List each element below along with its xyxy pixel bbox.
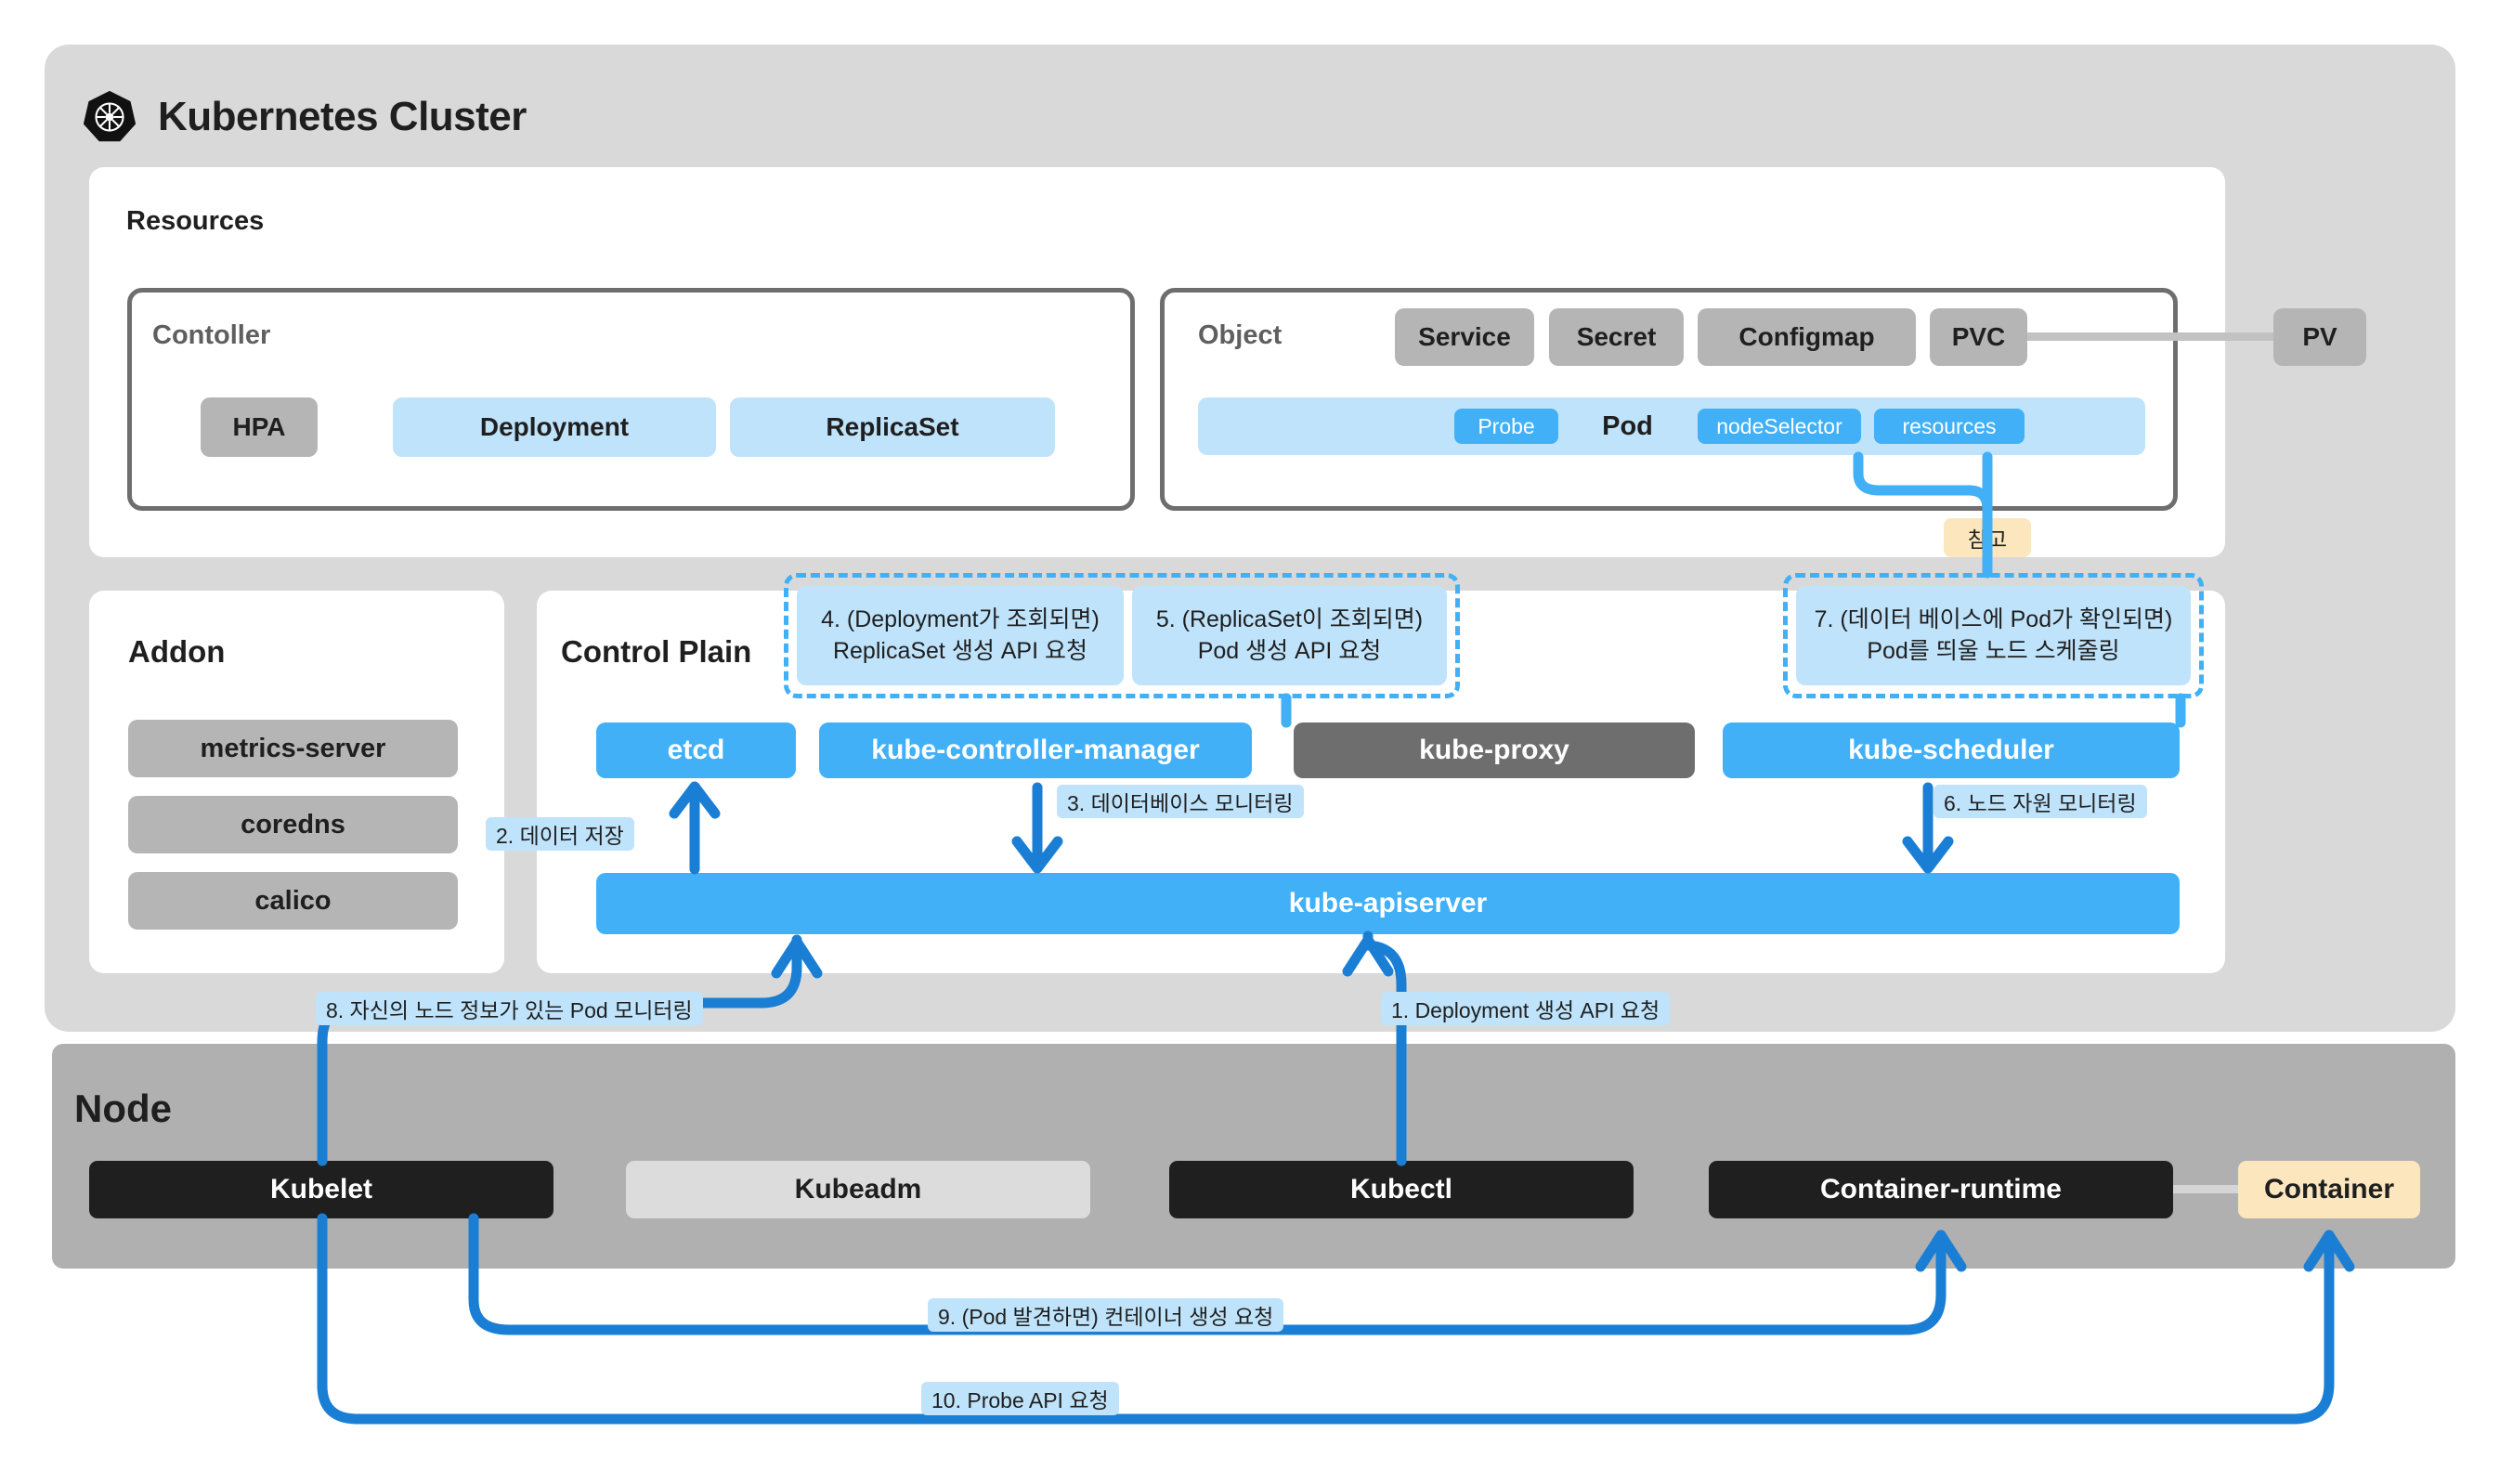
chip-replicaset[interactable]: ReplicaSet	[730, 397, 1055, 457]
step-badge-8: 8. 자신의 노드 정보가 있는 Pod 모니터링	[316, 992, 703, 1025]
chip-service[interactable]: Service	[1395, 308, 1534, 366]
chip-probe[interactable]: Probe	[1454, 409, 1558, 444]
controller-title: Contoller	[152, 320, 271, 350]
component-kube-proxy[interactable]: kube-proxy	[1294, 722, 1695, 778]
addon-item-calico[interactable]: calico	[128, 872, 458, 930]
chip-resources[interactable]: resources	[1874, 409, 2025, 444]
callout-step-5-line1: 5. (ReplicaSet이 조회되면)	[1155, 605, 1424, 632]
node-component-kubectl[interactable]: Kubectl	[1169, 1161, 1634, 1218]
chip-deployment[interactable]: Deployment	[393, 397, 716, 457]
node-container-box[interactable]: Container	[2238, 1161, 2420, 1218]
pod-label: Pod	[1602, 410, 1653, 441]
runtime-container-connector	[2173, 1185, 2238, 1193]
note-badge: 참고	[1944, 518, 2031, 557]
control-plane-title: Control Plain	[561, 634, 752, 669]
step-badge-3: 3. 데이터베이스 모니터링	[1057, 785, 1304, 818]
addon-item-metrics-server[interactable]: metrics-server	[128, 720, 458, 777]
callout-step-5-line2: Pod 생성 API 요청	[1197, 637, 1382, 664]
component-kube-controller-manager[interactable]: kube-controller-manager	[819, 722, 1252, 778]
node-component-kubeadm[interactable]: Kubeadm	[626, 1161, 1090, 1218]
pvc-pv-connector	[2027, 332, 2273, 341]
component-kube-apiserver[interactable]: kube-apiserver	[596, 873, 2180, 934]
callout-group-4-5	[784, 573, 1460, 698]
chip-hpa[interactable]: HPA	[201, 397, 318, 457]
callout-step-4-line1: 4. (Deployment가 조회되면)	[821, 605, 1100, 632]
chip-pv[interactable]: PV	[2273, 308, 2366, 366]
node-component-kubelet[interactable]: Kubelet	[89, 1161, 553, 1218]
page-title: Kubernetes Cluster	[158, 94, 527, 139]
chip-secret[interactable]: Secret	[1549, 308, 1684, 366]
component-etcd[interactable]: etcd	[596, 722, 796, 778]
callout-step-4: 4. (Deployment가 조회되면) ReplicaSet 생성 API …	[797, 586, 1124, 685]
node-panel	[52, 1044, 2455, 1269]
resources-title: Resources	[126, 206, 265, 236]
cluster-header: Kubernetes Cluster	[82, 82, 527, 152]
step-badge-10: 10. Probe API 요청	[921, 1382, 1119, 1415]
component-kube-scheduler[interactable]: kube-scheduler	[1723, 722, 2180, 778]
callout-step-7: 7. (데이터 베이스에 Pod가 확인되면) Pod를 띄울 노드 스케줄링	[1796, 586, 2191, 685]
callout-step-5: 5. (ReplicaSet이 조회되면) Pod 생성 API 요청	[1132, 586, 1447, 685]
callout-step-7-line2: Pod를 띄울 노드 스케줄링	[1867, 637, 2120, 664]
step-badge-1: 1. Deployment 생성 API 요청	[1381, 992, 1671, 1025]
chip-nodeselector[interactable]: nodeSelector	[1698, 409, 1861, 444]
chip-pvc[interactable]: PVC	[1930, 308, 2027, 366]
node-title: Node	[74, 1087, 172, 1130]
step-badge-6: 6. 노드 자원 모니터링	[1934, 785, 2147, 818]
node-component-container-runtime[interactable]: Container-runtime	[1709, 1161, 2173, 1218]
kubernetes-logo-icon	[83, 90, 137, 142]
object-title: Object	[1198, 320, 1283, 350]
step-badge-9: 9. (Pod 발견하면) 컨테이너 생성 요청	[928, 1298, 1284, 1332]
chip-configmap[interactable]: Configmap	[1698, 308, 1916, 366]
callout-step-7-line1: 7. (데이터 베이스에 Pod가 확인되면)	[1814, 605, 2173, 632]
step-badge-2: 2. 데이터 저장	[486, 817, 634, 851]
callout-step-4-line2: ReplicaSet 생성 API 요청	[832, 637, 1088, 664]
addon-item-coredns[interactable]: coredns	[128, 796, 458, 853]
callout-group-7	[1783, 573, 2204, 698]
addon-title: Addon	[128, 634, 226, 669]
